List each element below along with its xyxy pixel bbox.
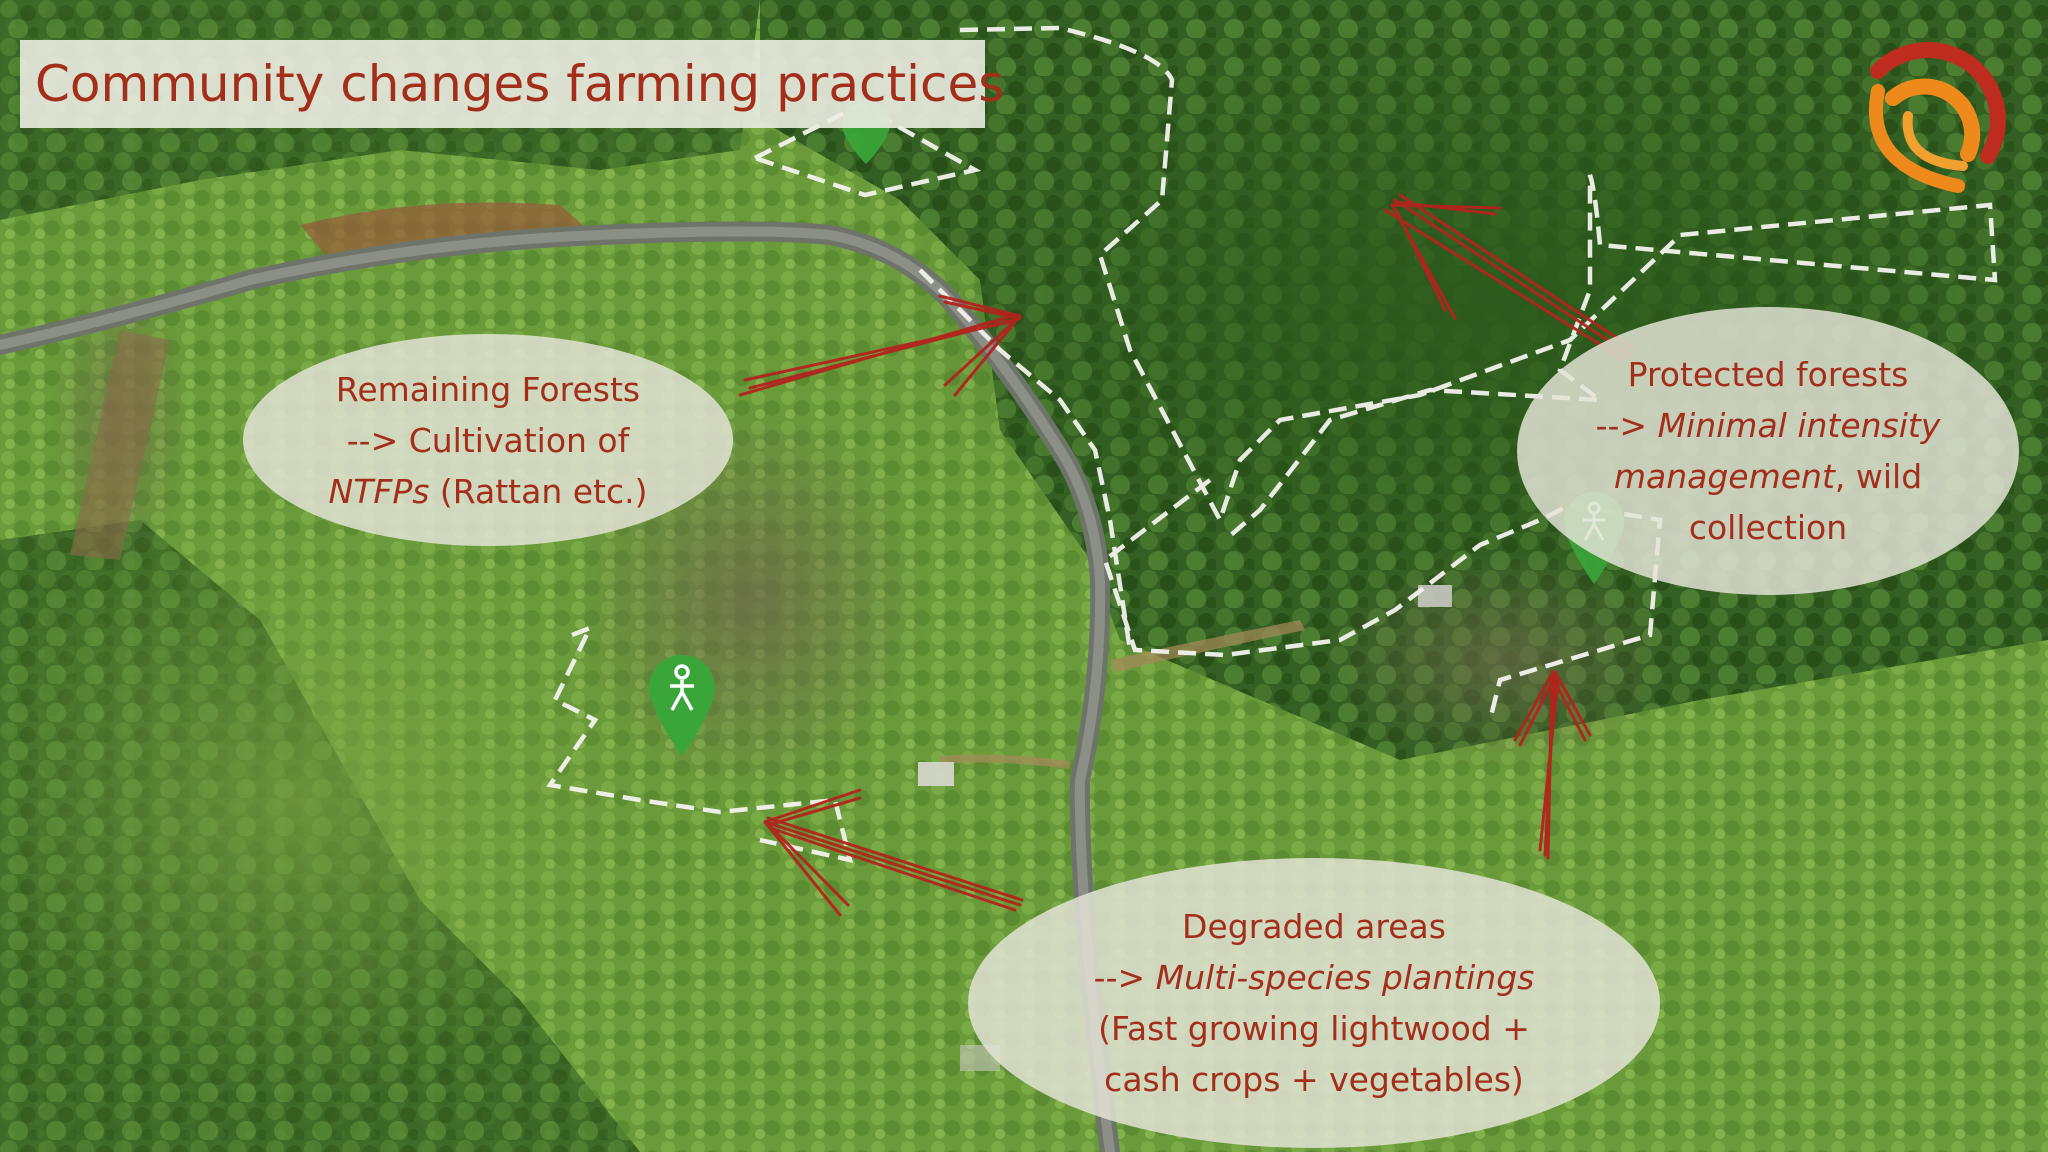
person-icon (670, 664, 694, 711)
callout-heading: Protected forests (1627, 355, 1909, 394)
page-title: Community changes farming practices (35, 55, 1005, 113)
callout-line: (Fast growing lightwood + (1098, 1009, 1530, 1048)
callout-text: (Rattan etc.) (429, 471, 648, 511)
logo-icon (1868, 42, 2006, 193)
title-banner: Community changes farming practices (20, 40, 1004, 128)
callout-text: Cultivation of (398, 420, 630, 460)
callout-line: --> Cultivation of (347, 415, 629, 466)
callout-term: Minimal intensity (1647, 406, 1941, 445)
callout-line: --> Minimal intensity (1596, 400, 1941, 451)
forest-boundary (959, 25, 1998, 542)
callout-heading: Degraded areas (1182, 907, 1446, 946)
callout-line: --> Multi-species plantings (1094, 952, 1535, 1003)
arrow-prefix: --> (1093, 958, 1146, 997)
plot-boundary-left (546, 623, 854, 863)
arrow-prefix: --> (346, 420, 399, 460)
callout-line: cash crops + vegetables) (1104, 1060, 1524, 1099)
protected-forests-callout: Protected forests --> Minimal intensity … (1517, 307, 2019, 595)
arrow-prefix: --> (1595, 406, 1648, 445)
callout-line: collection (1688, 508, 1848, 547)
arrow-icon (738, 193, 1634, 917)
location-pin-icon (649, 655, 715, 756)
callout-text: , wild (1834, 457, 1923, 496)
callout-term: NTFPs (328, 471, 430, 511)
callout-heading: Remaining Forests (335, 369, 641, 409)
callout-line: management, wild (1614, 451, 1922, 502)
forest-boundary-lower (1102, 478, 1663, 721)
plot-boundary-top (749, 102, 982, 198)
remaining-forests-callout: Remaining Forests --> Cultivation of NTF… (243, 334, 733, 546)
degraded-areas-callout: Degraded areas --> Multi-species plantin… (968, 858, 1660, 1148)
callout-term: Multi-species plantings (1145, 958, 1535, 997)
callout-term: management (1613, 457, 1835, 496)
callout-line: NTFPs (Rattan etc.) (329, 466, 648, 517)
boundary-roadside (918, 268, 1133, 651)
